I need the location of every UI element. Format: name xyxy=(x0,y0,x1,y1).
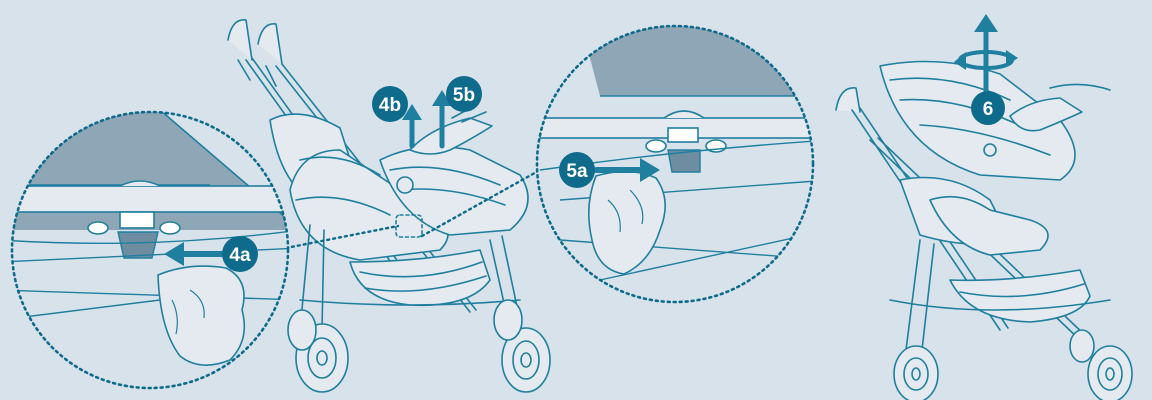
step-label-5b: 5b xyxy=(453,85,475,106)
step-label-5a: 5a xyxy=(566,161,588,182)
step-badge-4a: 4a xyxy=(222,236,258,272)
wheel-rear-right-stroller xyxy=(894,346,938,400)
zoom-detail-right xyxy=(537,0,830,302)
step-badge-5a: 5a xyxy=(559,152,595,188)
step-label-4b: 4b xyxy=(379,95,401,116)
wheel-rear-right xyxy=(288,310,316,350)
step-label-4a: 4a xyxy=(229,245,251,266)
step-badge-4b: 4b xyxy=(372,86,408,122)
step-badge-5b: 5b xyxy=(446,76,482,112)
step-badge-6: 6 xyxy=(971,91,1005,125)
step-label-6: 6 xyxy=(983,99,994,120)
wheel-front-right-stroller xyxy=(1088,346,1132,400)
wheel-front-right xyxy=(494,300,522,340)
wheel-front-back-stroller xyxy=(1070,330,1094,362)
